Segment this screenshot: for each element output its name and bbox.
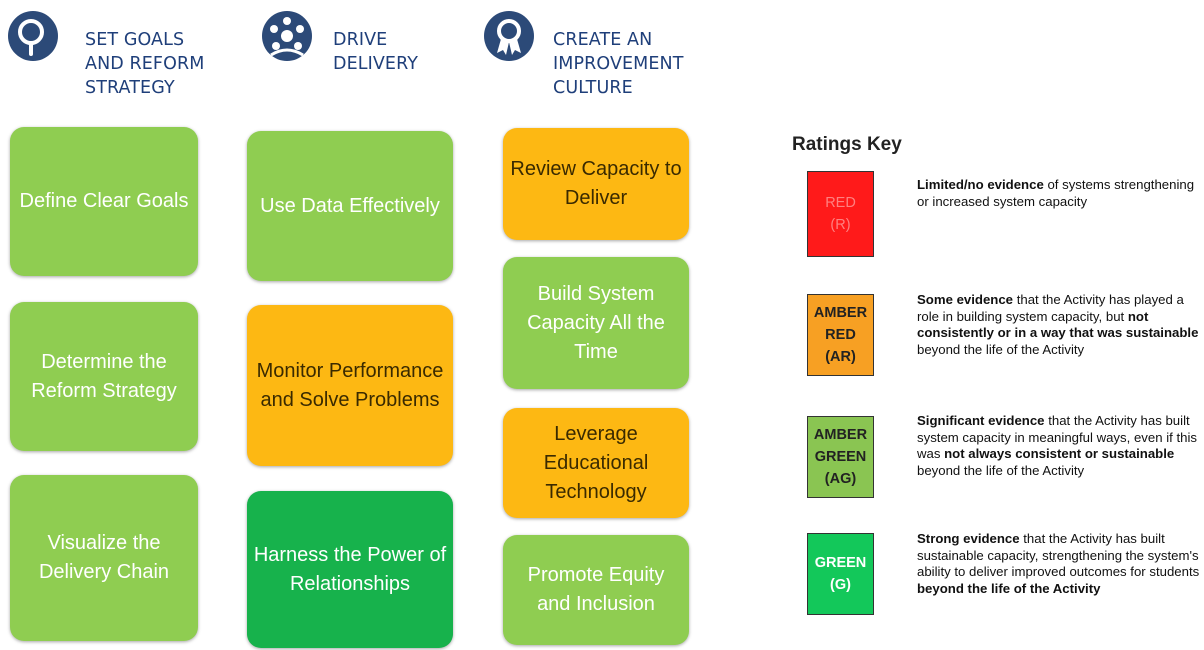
swatch-label: RED (R): [825, 195, 856, 233]
rating-swatch-green: GREEN (G): [807, 533, 874, 615]
tile-label: Define Clear Goals: [19, 190, 189, 212]
column-title-improvement-culture: CREATE AN IMPROVEMENT CULTURE: [553, 30, 684, 98]
tile-use-data-effectively: Use Data Effectively: [247, 131, 453, 281]
rating-swatch-amber-green: AMBER GREEN (AG): [807, 416, 874, 498]
team-network-icon: [262, 11, 312, 61]
rating-desc-green: Strong evidence that the Activity has bu…: [917, 531, 1200, 596]
tile-label: Promote Equity and Inclusion: [527, 564, 665, 615]
tile-label: Determine the Reform Strategy: [31, 350, 177, 402]
tile-label: Harness the Power of Relationships: [253, 543, 447, 595]
tile-label: Use Data Effectively: [260, 194, 440, 217]
tile-label: Visualize the Delivery Chain: [38, 532, 170, 583]
tile-label: Review Capacity to Deliver: [510, 158, 682, 209]
tile-label: Leverage Educational Technology: [543, 422, 649, 503]
tile-define-clear-goals: Define Clear Goals: [10, 127, 198, 276]
rating-desc-red: Limited/no evidence of systems strengthe…: [917, 177, 1195, 209]
rating-swatch-red: RED (R): [807, 171, 874, 257]
rating-desc-amber-green: Significant evidence that the Activity h…: [917, 413, 1197, 478]
tile-label: Monitor Performance and Solve Problems: [256, 359, 444, 411]
tile-review-capacity: Review Capacity to Deliver: [503, 128, 689, 240]
column-title-drive-delivery: DRIVE DELIVERY: [333, 30, 419, 74]
swatch-label: GREEN (G): [814, 555, 867, 593]
award-ribbon-icon: [484, 11, 534, 61]
tile-label: Build System Capacity All the Time: [527, 282, 665, 363]
column-title-set-goals: SET GOALS AND REFORM STRATEGY: [85, 30, 205, 98]
rating-swatch-amber-red: AMBER RED (AR): [807, 294, 874, 376]
tile-determine-reform-strategy: Determine the Reform Strategy: [10, 302, 198, 451]
tile-visualize-delivery-chain: Visualize the Delivery Chain: [10, 475, 198, 641]
ratings-key-title: Ratings Key: [792, 134, 902, 155]
tile-leverage-edtech: Leverage Educational Technology: [503, 408, 689, 518]
tile-harness-relationships: Harness the Power of Relationships: [247, 491, 453, 648]
tile-build-system-capacity: Build System Capacity All the Time: [503, 257, 689, 389]
rating-desc-amber-red: Some evidence that the Activity has play…: [917, 292, 1199, 357]
swatch-label: AMBER GREEN (AG): [813, 427, 868, 487]
magnifier-icon: [8, 11, 58, 61]
tile-monitor-performance: Monitor Performance and Solve Problems: [247, 305, 453, 466]
tile-promote-equity: Promote Equity and Inclusion: [503, 535, 689, 645]
swatch-label: AMBER RED (AR): [813, 305, 868, 365]
